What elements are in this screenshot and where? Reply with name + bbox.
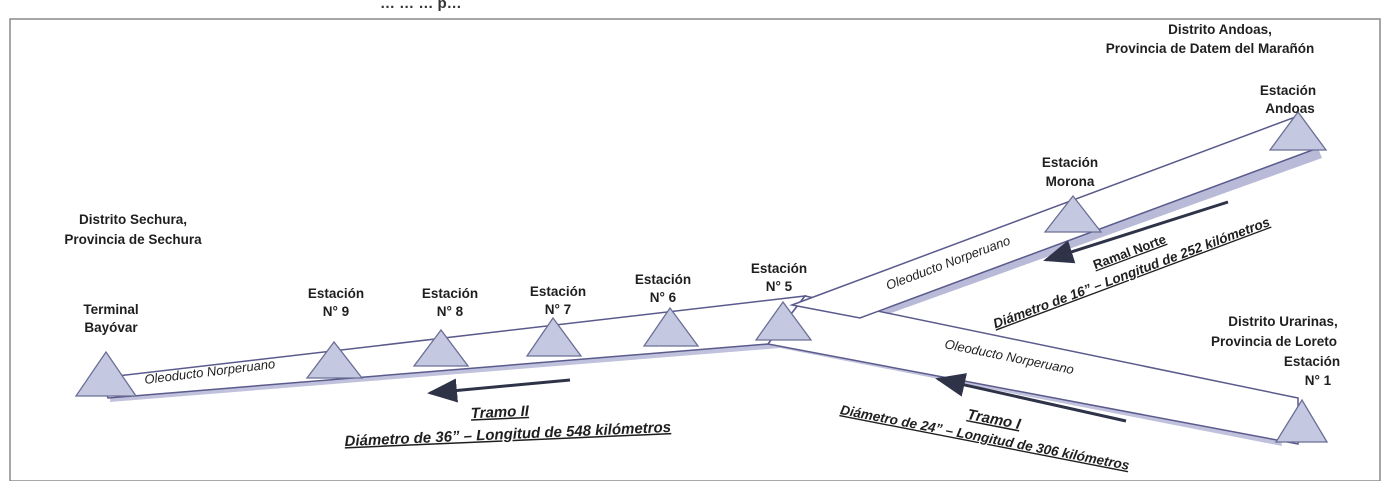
triangle-e9: [305, 340, 364, 379]
andoas-place-line2: Provincia de Datem del Marañón: [1106, 41, 1315, 56]
station-markers: [74, 110, 1329, 443]
e5-line1: Estación: [751, 261, 807, 276]
e9-line2: N° 9: [323, 304, 349, 319]
arrow-tramo-i: [935, 373, 1127, 423]
e9-line1: Estación: [308, 286, 364, 301]
triangle-e8: [412, 328, 470, 367]
place-labels: Distrito Sechura, Provincia de Sechura D…: [64, 22, 1337, 349]
tramo-ii-name: Tramo II: [470, 403, 530, 423]
morona-line2: Morona: [1046, 174, 1095, 189]
diagram-frame: [9, 18, 1381, 481]
arrow-ramal: [1043, 200, 1229, 264]
e6-line2: N° 6: [650, 290, 677, 305]
triangle-e7: [525, 316, 583, 357]
triangle-e5: [754, 300, 813, 341]
urarinas-line1: Distrito Urarinas,: [1228, 314, 1338, 329]
station-labels: Terminal Bayóvar Estación N° 9 Estación …: [83, 83, 1340, 388]
urarinas-line2: Provincia de Loreto: [1211, 334, 1337, 349]
e7-line2: N° 7: [545, 302, 571, 317]
e5-line2: N° 5: [766, 279, 793, 294]
terminal-line2: Bayóvar: [84, 320, 138, 335]
andoas-station-line1: Estación: [1260, 83, 1316, 98]
sechura-line1: Distrito Sechura,: [79, 212, 187, 227]
e8-line1: Estación: [422, 286, 478, 301]
title-partial: … … … p…: [380, 0, 462, 12]
e1-line2: N° 1: [1305, 373, 1332, 388]
e8-line2: N° 8: [437, 304, 464, 319]
tramo-ii-spec: Diámetro de 36” – Longitud de 548 kilóme…: [344, 419, 671, 450]
triangle-andoas: [1268, 110, 1328, 151]
triangle-morona: [1043, 194, 1103, 233]
e1-line1: Estación: [1284, 354, 1340, 369]
sechura-line2: Provincia de Sechura: [64, 232, 202, 247]
pipe-tramo-i: [766, 295, 1299, 445]
terminal-line1: Terminal: [83, 302, 138, 317]
morona-line1: Estación: [1042, 155, 1098, 170]
pipe-ramal-norte: [789, 115, 1320, 319]
e7-line1: Estación: [530, 284, 586, 299]
andoas-place-line1: Distrito Andoas,: [1168, 22, 1272, 37]
triangle-terminal: [74, 350, 138, 397]
triangle-e6: [642, 306, 700, 347]
triangle-e1: [1274, 398, 1329, 443]
andoas-station-line2: Andoas: [1265, 101, 1315, 116]
arrow-tramo-ii: [427, 378, 571, 403]
e6-line1: Estación: [635, 272, 691, 287]
